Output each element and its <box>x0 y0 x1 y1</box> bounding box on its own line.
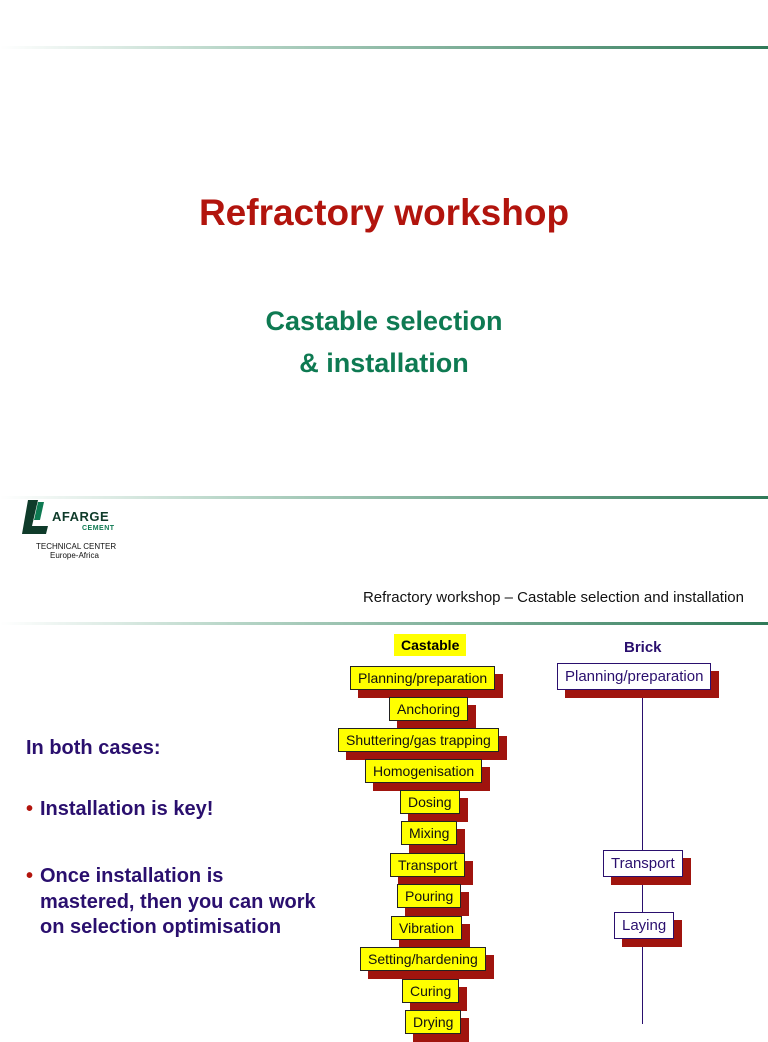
castable-step: Curing <box>402 979 468 1011</box>
slide-divider <box>0 496 768 499</box>
lafarge-l-icon <box>22 500 48 534</box>
brick-step: Laying <box>614 912 683 947</box>
bullet-item: • Once installation is mastered, then yo… <box>26 864 316 941</box>
slide-title: Refractory workshop <box>198 192 570 233</box>
bullet-item: • Installation is key! <box>26 797 213 823</box>
slide-subtitle-line1: Castable selection <box>265 306 503 336</box>
bullet-text-line: Once installation is <box>40 865 224 887</box>
header-divider <box>0 622 768 625</box>
bullet-text: Installation is key! <box>40 798 214 820</box>
slide2-header: Refractory workshop – Castable selection… <box>362 589 744 606</box>
castable-step: Mixing <box>401 821 466 853</box>
brick-column-header: Brick <box>624 639 662 656</box>
castable-column-header: Castable <box>394 634 467 656</box>
castable-step: Anchoring <box>389 697 477 729</box>
castable-step: Setting/hardening <box>360 947 494 979</box>
slide-subtitle-line2: & installation <box>299 348 469 378</box>
logo-technical-center: TECHNICAL CENTER <box>36 542 117 551</box>
logo-europe-africa: Europe-Africa <box>50 551 99 560</box>
castable-step: Transport <box>390 853 474 885</box>
castable-step: Planning/preparation <box>350 666 504 698</box>
bullet-text-line: on selection optimisation <box>40 916 282 938</box>
castable-step: Shuttering/gas trapping <box>338 728 507 760</box>
castable-step: Vibration <box>391 916 471 948</box>
castable-step: Pouring <box>397 884 470 916</box>
left-heading: In both cases: <box>26 737 161 759</box>
bullet-text-line: mastered, then you can work <box>40 890 316 913</box>
bullet-dot-icon: • <box>26 798 34 820</box>
castable-step: Drying <box>405 1010 470 1042</box>
castable-step: Homogenisation <box>365 759 491 791</box>
logo-brand-text: AFARGE <box>52 509 110 524</box>
logo-cement-text: CEMENT <box>82 525 115 532</box>
brick-step: Transport <box>603 850 691 885</box>
castable-step: Dosing <box>400 790 468 822</box>
bullet-text: Once installation is mastered, then you … <box>40 864 316 941</box>
lafarge-logo: AFARGE CEMENT TECHNICAL CENTER Europe-Af… <box>22 500 132 564</box>
top-divider <box>0 46 768 49</box>
brick-step: Planning/preparation <box>557 663 720 698</box>
bullet-dot-icon: • <box>26 865 34 887</box>
